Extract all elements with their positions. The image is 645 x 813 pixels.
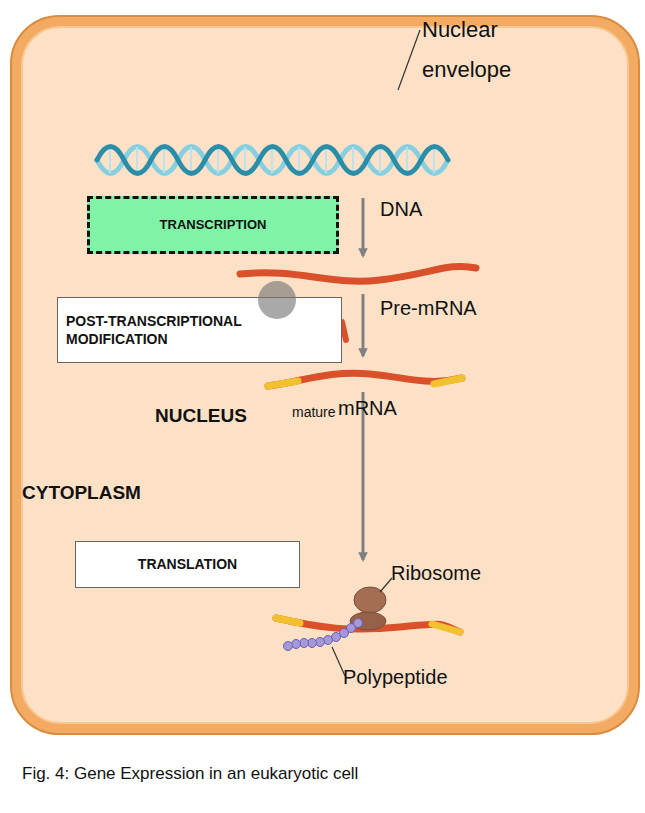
mrna-cap (268, 381, 298, 386)
callout-label: Nuclear envelope (422, 10, 572, 90)
mrna-strand (276, 618, 460, 632)
flow-arrow (362, 198, 365, 256)
callout-label: Ribosome (391, 562, 481, 585)
leader-line (398, 30, 420, 90)
callout-label: Pre-mRNA (380, 297, 477, 320)
process-label: TRANSLATION (138, 555, 237, 573)
callout-label: Polypeptide (343, 666, 448, 689)
callout-label: DNA (380, 198, 422, 221)
flow-arrow (362, 294, 365, 356)
region-label: CYTOPLASM (22, 482, 141, 504)
pre-mrna-strand (240, 266, 476, 281)
ribosome-small-subunit (350, 612, 386, 630)
dna-strand (97, 147, 448, 174)
cell-membrane (11, 16, 639, 734)
process-box: POST-TRANSCRIPTIONAL MODIFICATION (57, 297, 342, 363)
process-label: POST-TRANSCRIPTIONAL MODIFICATION (66, 312, 296, 348)
polypeptide-chain (284, 619, 363, 651)
region-label: NUCLEUS (155, 405, 247, 427)
dna-base-pairs (110, 147, 434, 173)
mrna-tail (432, 624, 460, 632)
cell-outline (10, 15, 640, 735)
callout-label: mature (292, 404, 336, 420)
mature-mrna-strand (268, 373, 462, 386)
callout-label: mRNA (338, 397, 397, 420)
spliced-fragment (342, 322, 346, 340)
cell-region: TRANSCRIPTION POST-TRANSCRIPTIONAL MODIFI… (10, 15, 640, 735)
cytoplasm-fill (22, 27, 628, 723)
flow-arrow (362, 392, 365, 560)
mrna-cap (276, 618, 300, 623)
leader-line (380, 578, 392, 592)
figure-caption: Fig. 4: Gene Expression in an eukaryotic… (22, 764, 358, 784)
ribosome-large-subunit (354, 587, 386, 613)
process-box: TRANSLATION (75, 541, 300, 588)
pointer-highlight (258, 281, 296, 319)
process-label: TRANSCRIPTION (160, 217, 267, 234)
process-box: TRANSCRIPTION (87, 196, 339, 254)
dna-strand (97, 147, 448, 174)
mrna-tail (434, 378, 462, 384)
leader-line (332, 647, 345, 676)
